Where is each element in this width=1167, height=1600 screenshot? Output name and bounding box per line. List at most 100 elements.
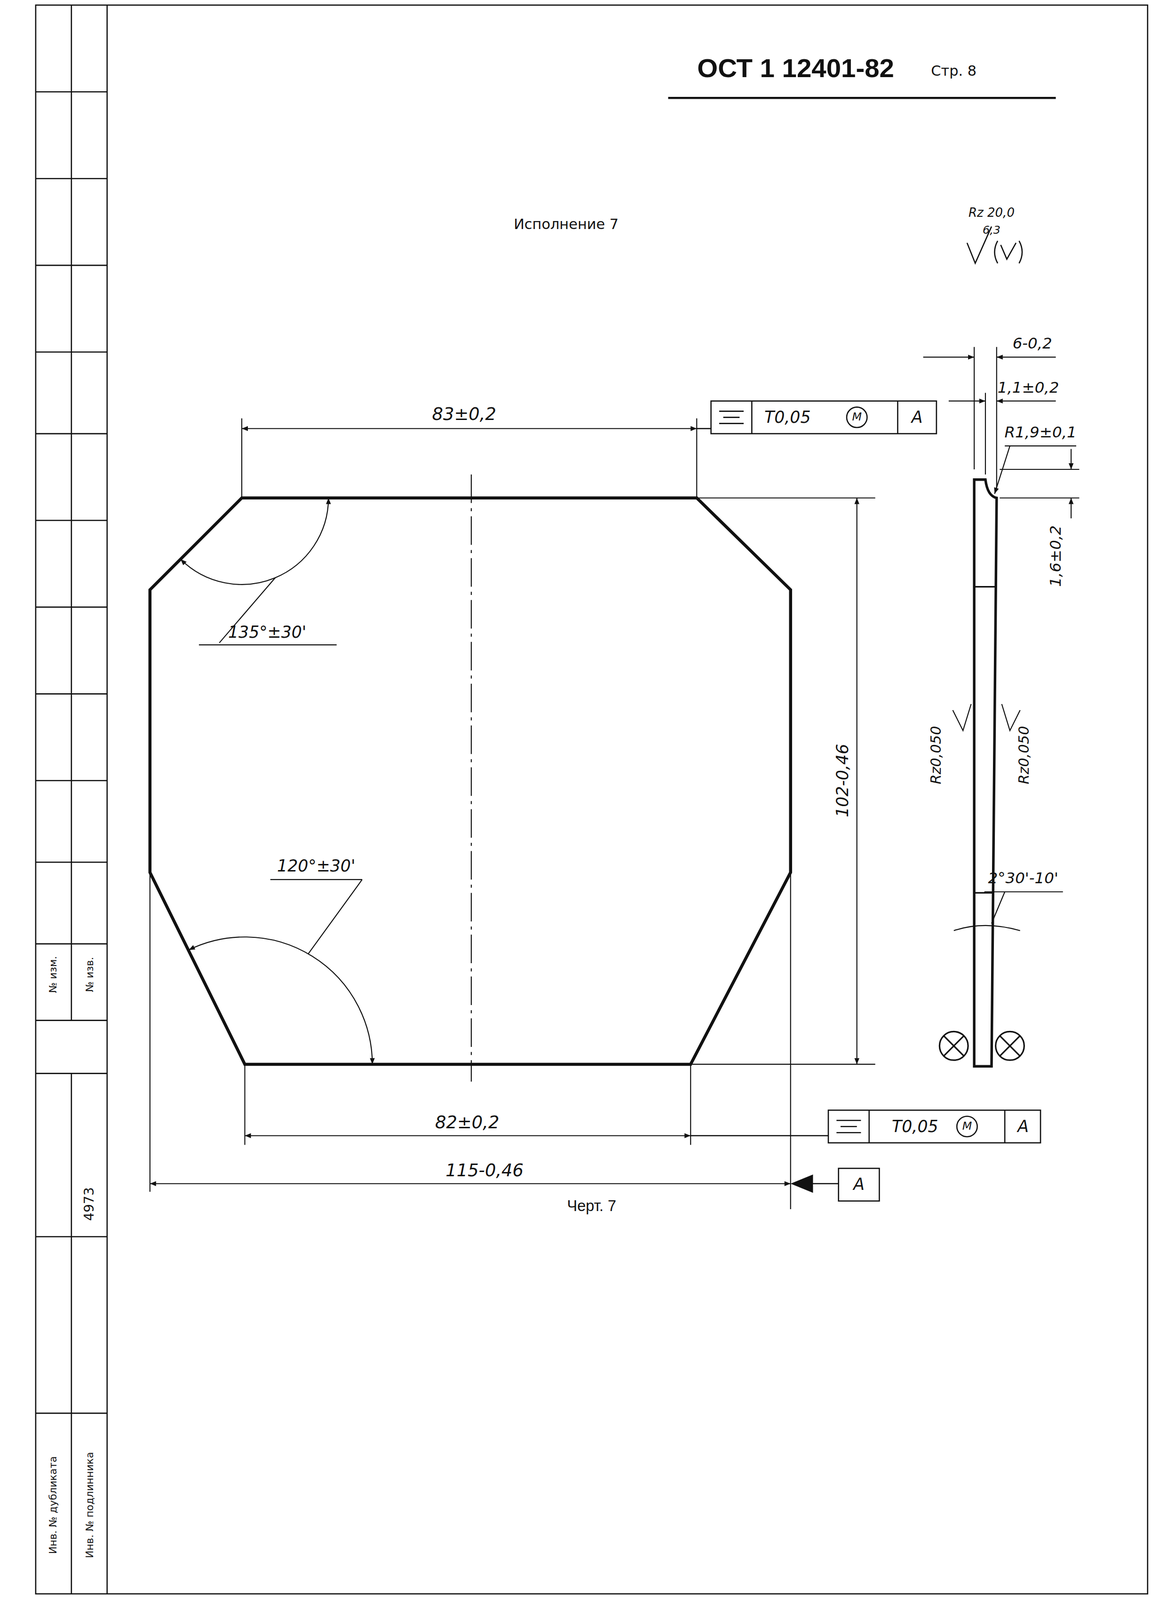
tolerance-frame	[719, 422, 744, 425]
angle-dimension: 135°±30'	[228, 623, 307, 642]
frame	[35, 264, 108, 267]
stamp-field: № изм.	[47, 956, 59, 993]
tolerance-frame	[751, 401, 753, 434]
dimension-lines	[180, 498, 329, 585]
side-view	[974, 586, 996, 588]
frame	[35, 433, 108, 435]
side-view	[939, 1031, 969, 1061]
frame	[35, 861, 108, 864]
dimension-lines	[690, 1064, 691, 1145]
dimension-lines	[696, 497, 876, 499]
dimension-lines	[696, 418, 698, 499]
datum-reference: A	[1017, 1117, 1029, 1136]
dimension: 82±0,2	[435, 1112, 500, 1133]
dimension-lines	[790, 872, 792, 1210]
tolerance-frame	[696, 428, 711, 430]
frame	[35, 91, 108, 93]
tolerance-frame	[690, 1135, 829, 1137]
side-view	[973, 347, 975, 470]
side-view	[999, 497, 1080, 499]
dimension-lines	[198, 644, 337, 646]
roughness-symbol	[1019, 240, 1023, 264]
side-view	[1070, 449, 1072, 470]
side-view	[952, 704, 972, 731]
dimension: 6-0,2	[1012, 335, 1053, 353]
side-view	[996, 356, 1056, 358]
frame	[35, 1236, 108, 1238]
tolerance-frame	[1004, 1110, 1006, 1144]
side-view	[999, 1035, 1020, 1056]
frame	[35, 177, 108, 180]
frame	[35, 606, 108, 609]
part-outline	[150, 474, 791, 1082]
side-view	[974, 479, 997, 1067]
side-view	[995, 1031, 1025, 1061]
side-view	[948, 400, 986, 402]
tolerance-value: T0,05	[891, 1117, 938, 1136]
dimension-lines	[188, 936, 373, 1065]
frame	[71, 5, 73, 1021]
side-view	[923, 347, 1080, 1067]
frame	[35, 5, 1148, 1595]
dimension: 115-0,46	[445, 1160, 524, 1181]
side-view	[991, 891, 1005, 924]
side-view	[994, 445, 1010, 494]
roughness-value: Rz0,050	[928, 726, 945, 785]
variant-heading: Исполнение 7	[513, 216, 619, 233]
frame	[35, 1413, 108, 1415]
frame	[106, 5, 108, 1595]
part-outline	[150, 498, 791, 1065]
tolerance-frame	[897, 401, 899, 434]
side-view	[984, 392, 986, 475]
angle-dimension: 120°±30'	[277, 857, 356, 876]
roughness-symbol	[1000, 242, 1017, 260]
side-view	[953, 925, 1021, 931]
tolerance-frame	[719, 410, 744, 413]
tolerance-frame	[836, 1119, 861, 1122]
angle-dimension: 2°30'-10'	[988, 870, 1059, 888]
tolerance-frame	[838, 1168, 880, 1201]
tolerance-frame	[956, 1116, 977, 1137]
dimension-lines	[241, 428, 697, 429]
tolerance-frame	[690, 401, 1041, 1202]
radius-dimension: R1,9±0,1	[1004, 424, 1077, 442]
dimension-lines	[150, 1183, 791, 1185]
stamp-field: № изв.	[84, 957, 96, 993]
tolerance-frame	[711, 401, 937, 434]
frame	[35, 519, 108, 522]
dimension: 1,6±0,2	[1047, 525, 1065, 588]
frame	[35, 351, 108, 353]
datum-reference: A	[911, 408, 923, 427]
tolerance-frame	[836, 1132, 861, 1134]
modifier-symbol: M	[962, 1120, 973, 1133]
dimension-lines	[270, 879, 363, 881]
side-view	[984, 891, 1064, 893]
dimension: 83±0,2	[432, 404, 497, 425]
dimension-lines	[690, 1063, 876, 1065]
datum-label: A	[853, 1175, 865, 1194]
side-view	[996, 400, 1056, 402]
frame	[71, 1073, 73, 1594]
part-outline	[470, 474, 472, 1082]
tolerance-frame	[810, 1182, 839, 1185]
figure-caption: Черт. 7	[567, 1198, 617, 1215]
dimension-lines	[244, 1064, 246, 1145]
frame	[35, 5, 1148, 1595]
modifier-symbol: M	[851, 411, 862, 424]
tolerance-frame	[828, 1110, 1041, 1144]
side-view	[996, 347, 998, 491]
frame	[35, 943, 108, 945]
side-view	[999, 468, 1080, 470]
frame	[35, 1019, 108, 1022]
standard-title: ОСТ 1 12401-82	[697, 53, 895, 83]
page-number: Стр. 8	[930, 63, 977, 80]
tolerance-frame	[723, 416, 740, 419]
datum-triangle	[790, 1174, 814, 1193]
side-view	[943, 1035, 964, 1056]
roughness-value: Rz0,050	[1016, 726, 1033, 785]
roughness-value: Rz 20,0	[968, 206, 1015, 221]
tolerance-frame	[846, 407, 867, 428]
tolerance-value: T0,05	[764, 408, 811, 427]
frame	[35, 779, 108, 782]
